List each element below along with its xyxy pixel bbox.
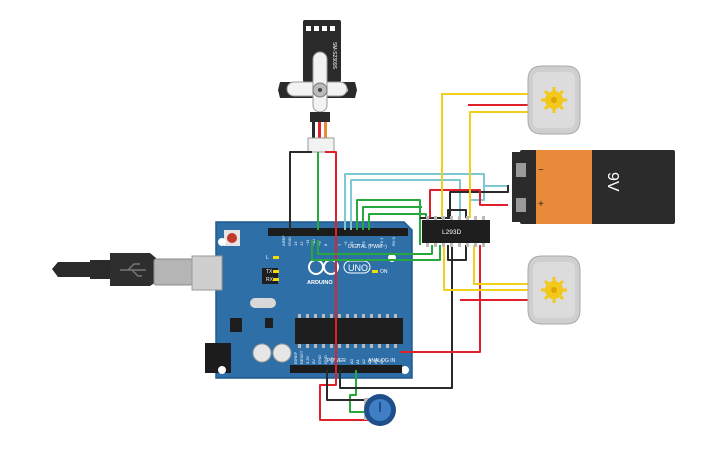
wire-yellow-m2a[interactable] — [443, 245, 528, 291]
servo-model-text: SM-S2309S — [331, 42, 337, 70]
power-jack — [205, 343, 231, 373]
small-chip — [265, 318, 273, 328]
battery-plus-sign: + — [538, 199, 544, 210]
servo-connector — [307, 137, 335, 153]
pin-label: RESET — [299, 350, 304, 364]
wire-black-pot[interactable] — [326, 370, 368, 401]
battery-9v[interactable]: − + 9V — [512, 150, 675, 224]
wire-green-1[interactable] — [356, 199, 421, 245]
dc-motor-1[interactable] — [527, 65, 581, 135]
battery-voltage-label: 9V — [604, 172, 621, 192]
pin-label: AREF — [281, 235, 286, 246]
potentiometer[interactable] — [364, 394, 396, 426]
atmega-chip — [295, 318, 403, 344]
pin-label: 5V — [311, 359, 316, 364]
wire-red-bat[interactable] — [429, 189, 508, 218]
pin-label: ~11 — [305, 239, 310, 246]
led-on-label: ON — [380, 269, 388, 275]
pin-label: GND — [317, 355, 322, 364]
pin-label: A4 — [373, 358, 378, 364]
capacitor — [252, 343, 272, 363]
servo-cable — [310, 112, 330, 122]
pin-label: 13 — [293, 241, 298, 246]
usb-cable[interactable] — [52, 253, 193, 286]
pin-label: 3.3V — [305, 355, 310, 364]
wire-black-gnd-bat[interactable] — [420, 185, 509, 219]
mounting-hole — [401, 366, 409, 374]
battery-minus-sign: − — [538, 165, 544, 176]
gear-icon — [541, 87, 567, 113]
wire-green-2[interactable] — [362, 206, 422, 230]
wire-green-pot[interactable] — [349, 370, 368, 413]
voltage-regulator — [230, 318, 242, 332]
pin-label: VIN — [329, 357, 334, 364]
crystal — [250, 298, 276, 308]
pin-label: 4 — [355, 243, 360, 246]
pin-label: ~10 — [311, 238, 316, 246]
pin-label: ~3 — [361, 241, 366, 246]
mounting-hole — [218, 366, 226, 374]
wire-yellow-m2b[interactable] — [473, 245, 528, 285]
pin-label: TX 1 — [379, 237, 384, 246]
pin-label: GND — [287, 237, 292, 246]
pin-label: A3 — [367, 358, 372, 364]
servo-motor[interactable]: SM-S2309S — [278, 20, 357, 153]
dc-motor-2[interactable] — [527, 255, 581, 325]
servo-horn[interactable] — [286, 51, 348, 113]
arduino-brand-text: ARDUINO — [307, 280, 333, 286]
pin-label: A2 — [361, 358, 366, 364]
pin-label: IOREF — [293, 351, 298, 364]
pin-label: ~9 — [317, 241, 322, 246]
wire-black-loop[interactable] — [339, 245, 453, 389]
led-rx-label: RX — [266, 277, 274, 283]
wire-black-ic2[interactable] — [447, 245, 467, 261]
digital-header — [268, 228, 408, 236]
usb-b-port — [191, 255, 223, 291]
pin-label: 8 — [323, 243, 328, 246]
wire-green-4[interactable] — [311, 240, 441, 261]
pin-label: GND — [323, 355, 328, 364]
mounting-hole — [218, 238, 226, 246]
pin-label: A0 — [349, 358, 354, 364]
led-l-label: L — [266, 255, 269, 261]
gear-icon — [541, 277, 567, 303]
wire-yellow-m1a[interactable] — [441, 93, 528, 218]
wire-red-5v[interactable] — [400, 245, 481, 353]
wire-servo-gnd[interactable] — [289, 151, 312, 230]
pin-label: A5 — [379, 358, 384, 364]
wire-yellow-m1b[interactable] — [469, 111, 528, 218]
battery-terminal-plus[interactable] — [516, 198, 526, 212]
l293d-label: L293D — [442, 229, 461, 236]
capacitor — [272, 343, 292, 363]
pin-label: ~6 — [343, 241, 348, 246]
pin-label: 2 — [367, 243, 372, 246]
usb-symbol-icon — [120, 263, 146, 277]
pin-label: A1 — [355, 358, 360, 364]
pin-label: 7 — [337, 243, 342, 246]
led-tx-label: TX — [266, 269, 273, 275]
wire-cyan-2[interactable] — [350, 179, 461, 230]
digital-header-label: DIGITAL (PWM~) — [348, 244, 387, 250]
battery-terminal-minus[interactable] — [516, 163, 526, 177]
arduino-model-text: UNO — [348, 263, 368, 273]
analog-header-label: ANALOG IN — [368, 358, 396, 364]
pin-label: 12 — [299, 241, 304, 246]
l293d-motor-driver-ic[interactable]: L293D — [422, 216, 490, 247]
pin-label: RX 0 — [391, 236, 396, 246]
wire-black-ic[interactable] — [447, 209, 467, 218]
power-analog-header — [290, 365, 402, 373]
pin-label: ~5 — [349, 241, 354, 246]
wire-green-5[interactable] — [317, 240, 433, 255]
